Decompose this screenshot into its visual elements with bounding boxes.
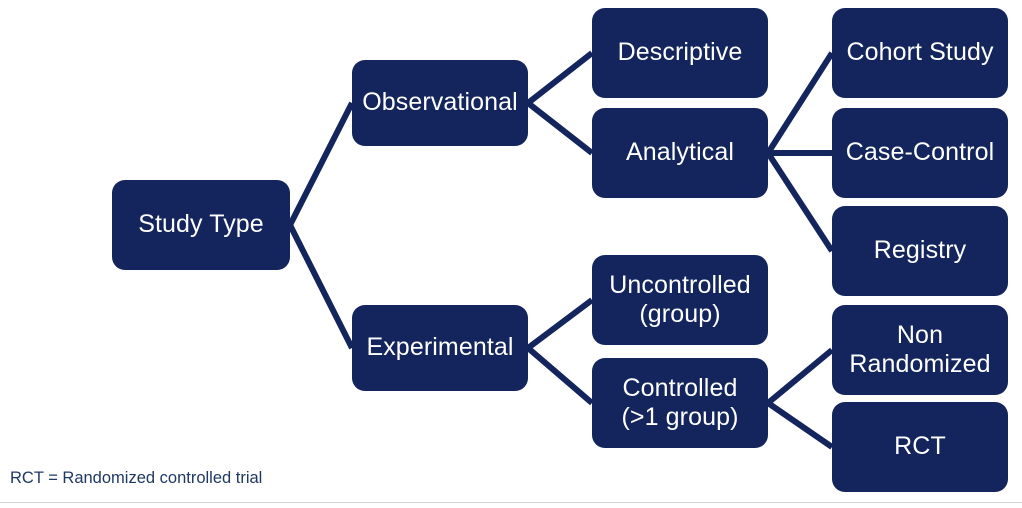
node-experimental-label: Experimental: [366, 333, 514, 362]
node-analytical[interactable]: Analytical: [592, 108, 768, 198]
node-rct[interactable]: RCT: [832, 402, 1008, 492]
node-analytical-label: Analytical: [626, 138, 734, 167]
bottom-divider: [0, 502, 1022, 503]
node-study-type[interactable]: Study Type: [112, 180, 290, 270]
node-experimental[interactable]: Experimental: [352, 305, 528, 391]
edge-root-experimental: [287, 223, 355, 350]
node-descriptive[interactable]: Descriptive: [592, 8, 768, 98]
node-observational-label: Observational: [362, 88, 518, 117]
edge-observational-descriptive: [526, 50, 594, 106]
footnote-abbreviation: RCT = Randomized controlled trial: [10, 469, 263, 487]
node-descriptive-label: Descriptive: [617, 38, 743, 67]
node-uncontrolled-line1: Uncontrolled: [609, 270, 751, 299]
edge-root-observational: [287, 101, 355, 227]
edge-analytical-cohort: [765, 51, 835, 155]
edge-controlled-non-randomized: [766, 347, 834, 406]
node-cohort-study[interactable]: Cohort Study: [832, 8, 1008, 98]
node-case-control[interactable]: Case-Control: [832, 108, 1008, 198]
node-rct-label: RCT: [894, 432, 946, 461]
node-observational[interactable]: Observational: [352, 60, 528, 146]
node-uncontrolled[interactable]: Uncontrolled(group): [592, 255, 768, 345]
edge-observational-analytical: [526, 100, 594, 156]
node-controlled[interactable]: Controlled(>1 group): [592, 358, 768, 448]
node-case-control-label: Case-Control: [845, 138, 995, 167]
node-registry-label: Registry: [873, 236, 967, 265]
node-controlled-line2: (>1 group): [621, 403, 739, 431]
edge-controlled-rct: [766, 400, 834, 450]
node-controlled-line1: Controlled: [622, 373, 738, 402]
node-registry[interactable]: Registry: [832, 206, 1008, 296]
node-uncontrolled-label: Uncontrolled(group): [597, 271, 763, 330]
edge-experimental-controlled: [526, 345, 594, 406]
node-non-randomized-line2: Randomized: [849, 350, 991, 378]
node-non-randomized-line1: Non: [896, 320, 944, 349]
edge-experimental-uncontrolled: [526, 297, 594, 351]
node-controlled-label: Controlled(>1 group): [609, 374, 750, 433]
node-uncontrolled-line2: (group): [639, 300, 721, 328]
node-cohort-study-label: Cohort Study: [846, 38, 994, 67]
node-study-type-label: Study Type: [138, 210, 264, 239]
edge-analytical-registry: [765, 151, 835, 253]
